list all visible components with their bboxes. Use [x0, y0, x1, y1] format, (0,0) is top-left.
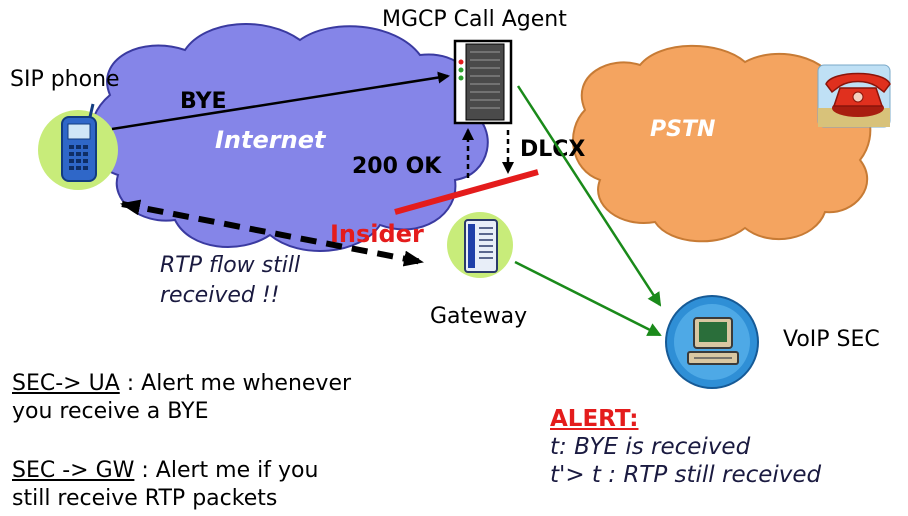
note-sec-ua-rest: : Alert me whenever — [119, 371, 352, 396]
call-agent-server-icon — [453, 39, 513, 125]
voip-sec-computer-icon — [665, 295, 759, 389]
internet-cloud: Internet — [89, 23, 489, 252]
alert-title: ALERT: — [550, 406, 639, 432]
note-sec-ua-line2: you receive a BYE — [12, 399, 209, 424]
note-sec-ua: SEC-> UA : Alert me whenever you receive… — [12, 370, 351, 426]
pstn-cloud: PSTN — [572, 44, 872, 243]
bye-arrow — [111, 71, 450, 131]
insider-label: Insider — [330, 220, 424, 248]
ok-label: 200 OK — [352, 154, 442, 179]
rtp-label-line2: received !! — [160, 283, 279, 308]
alert-line-1: t: BYE is received — [550, 434, 751, 460]
alert-box: ALERT: t: BYE is received t'> t : RTP st… — [550, 405, 821, 489]
rtp-label-line1: RTP flow still — [160, 253, 300, 278]
internet-label: Internet — [215, 126, 327, 154]
bye-label: BYE — [180, 89, 227, 114]
note-sec-ua-prefix: SEC-> UA — [12, 371, 120, 396]
agent-to-sec-arrow — [516, 85, 662, 307]
sip-phone-icon — [38, 103, 118, 190]
telephone-icon — [817, 64, 891, 128]
note-sec-gw-prefix: SEC -> GW — [12, 458, 135, 483]
note-sec-gw: SEC -> GW : Alert me if you still receiv… — [12, 457, 318, 513]
voip-sec-label: VoIP SEC — [783, 327, 880, 352]
gateway-to-sec-arrow — [514, 260, 662, 337]
pstn-label: PSTN — [650, 117, 715, 142]
sip-phone-label: SIP phone — [10, 67, 120, 92]
mgcp-label: MGCP Call Agent — [382, 7, 567, 32]
note-sec-gw-rest: : Alert me if you — [134, 458, 319, 483]
note-sec-gw-line2: still receive RTP packets — [12, 486, 278, 511]
gateway-label: Gateway — [430, 304, 527, 329]
gateway-server-icon — [447, 212, 513, 278]
alert-line-2: t'> t : RTP still received — [550, 462, 822, 488]
